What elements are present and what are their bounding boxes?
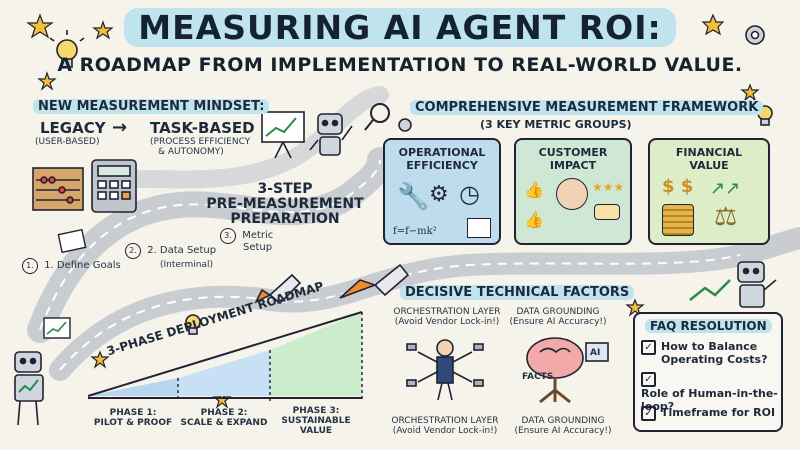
prep-step-3-line2: Setup xyxy=(243,242,273,253)
prep-step-2: 2. 2. Data Setup xyxy=(125,243,216,259)
task-based-sub-2: & AUTONOMY) xyxy=(158,147,224,157)
thumbs-up-icon: 👍 xyxy=(524,180,544,199)
phase1-area xyxy=(88,378,178,396)
grounding-top: DATA GROUNDING(Ensure AI Accuracy!) xyxy=(509,307,607,327)
abacus-icon xyxy=(32,167,84,211)
step-3-number: 3. xyxy=(220,228,236,244)
page-subtitle: A ROADMAP FROM IMPLEMENTATION TO REAL-WO… xyxy=(57,54,743,76)
gear-small-icon xyxy=(398,118,412,132)
document-icon xyxy=(57,228,87,254)
faq-heading: FAQ RESOLUTION xyxy=(645,319,772,333)
page-title: MEASURING AI AGENT ROI: xyxy=(0,8,800,47)
checkbox-icon: ✓ xyxy=(641,406,656,421)
phase2-area xyxy=(178,350,270,396)
customer-avatar xyxy=(556,178,588,210)
chart-board-icon xyxy=(43,317,71,339)
coin-stack-icon xyxy=(662,204,694,236)
scales-icon: ⚖ xyxy=(714,202,738,232)
orchestration-top: ORCHESTRATION LAYER(Avoid Vendor Lock-in… xyxy=(393,307,501,327)
task-based-label: TASK-BASED xyxy=(150,119,255,137)
ai-chip-label: AI xyxy=(590,348,601,358)
gear-icon: ⚙ xyxy=(429,182,449,207)
orchestration-icon xyxy=(406,339,484,401)
facts-label: FACTS xyxy=(522,372,554,382)
star-icon xyxy=(26,13,760,409)
formula: f=f−mk² xyxy=(393,226,437,237)
calculator-icon xyxy=(91,159,137,213)
step-2-number: 2. xyxy=(125,243,141,259)
speech-bubble-icon xyxy=(594,204,620,220)
phase-2-label: PHASE 2:SCALE & EXPAND xyxy=(180,408,268,428)
lightbulb-icon xyxy=(49,30,85,68)
faq-item[interactable]: ✓Timeframe for ROI xyxy=(641,406,775,421)
legacy-label: LEGACY xyxy=(40,119,106,137)
dollar-icon: $ $ xyxy=(662,176,694,197)
phase-1-label: PHASE 1:PILOT & PROOF xyxy=(93,408,173,428)
faq-item[interactable]: ✓Role of Human-in-the-loop? xyxy=(641,372,778,413)
growth-arrow-icon: ↗↗ xyxy=(710,178,741,199)
robot-icon xyxy=(309,113,353,156)
chart-board-icon xyxy=(261,111,305,159)
robot-icon xyxy=(737,261,777,308)
brain-icon xyxy=(526,337,609,404)
technical-heading: DECISIVE TECHNICAL FACTORS xyxy=(400,285,635,300)
orchestration-bottom: ORCHESTRATION LAYER(Avoid Vendor Lock-in… xyxy=(391,416,499,436)
step-1-number: 1. xyxy=(22,258,38,274)
phase3-area xyxy=(270,312,362,396)
legacy-sub: (USER-BASED) xyxy=(35,137,100,147)
framework-sub: (3 KEY METRIC GROUPS) xyxy=(480,118,632,131)
wrench-icon: 🔧 xyxy=(397,182,430,212)
rating-stars-icon: ★★★ xyxy=(592,180,625,194)
robot-icon xyxy=(14,351,44,426)
roadmap-chart xyxy=(87,311,363,402)
mini-chart-icon xyxy=(467,218,491,238)
prep-step-1: 1. 1. Define Goals xyxy=(22,258,121,274)
clock-icon: ◷ xyxy=(459,180,480,208)
rocket-icon xyxy=(254,273,302,305)
rocket-icon xyxy=(339,263,410,299)
prep-step-3: 3. Metric xyxy=(220,228,273,244)
framework-heading: COMPREHENSIVE MEASUREMENT FRAMEWORK xyxy=(410,100,764,115)
prep-heading: 3-STEP PRE-MEASUREMENT PREPARATION xyxy=(206,181,364,227)
gear-icon xyxy=(745,25,765,45)
checkbox-icon: ✓ xyxy=(641,372,656,387)
task-based-sub-1: (PROCESS EFFICIENCY xyxy=(150,137,251,147)
checkbox-icon: ✓ xyxy=(641,340,656,355)
trend-arrow-icon xyxy=(689,279,731,301)
lightbulb-icon xyxy=(185,314,201,335)
grounding-bottom: DATA GROUNDING(Ensure AI Accuracy!) xyxy=(514,416,612,436)
thumbs-up-icon: 👍 xyxy=(524,210,544,229)
winding-road-upper xyxy=(91,86,389,189)
arrow-icon: → xyxy=(112,117,128,138)
prep-step-2-sub: (Interminal) xyxy=(160,260,213,270)
mindset-heading: NEW MEASUREMENT MINDSET: xyxy=(33,99,270,114)
magnifier-icon xyxy=(364,103,390,131)
